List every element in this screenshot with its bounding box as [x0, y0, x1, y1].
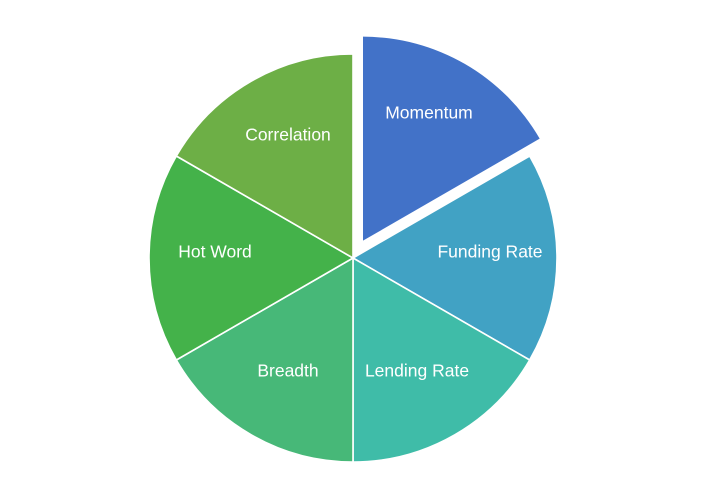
pie-slice-correlation[interactable]: [175, 53, 354, 259]
pie-slice-label-funding-rate: Funding Rate: [437, 242, 542, 262]
pie-slice-momentum[interactable]: [363, 36, 540, 241]
pie-slice-label-hot-word: Hot Word: [178, 242, 252, 262]
pie-slice-label-lending-rate: Lending Rate: [365, 361, 469, 381]
pie-slice-label-breadth: Breadth: [257, 361, 318, 381]
pie-slice-hot-word[interactable]: [148, 155, 354, 361]
pie-slice-lending-rate[interactable]: [352, 257, 531, 463]
pie-slice-label-correlation: Correlation: [245, 125, 331, 145]
pie-slice-label-momentum: Momentum: [385, 103, 473, 123]
pie-slice-breadth[interactable]: [175, 257, 354, 463]
pie-slices-group: [148, 36, 558, 463]
pie-slice-funding-rate[interactable]: [352, 155, 558, 361]
